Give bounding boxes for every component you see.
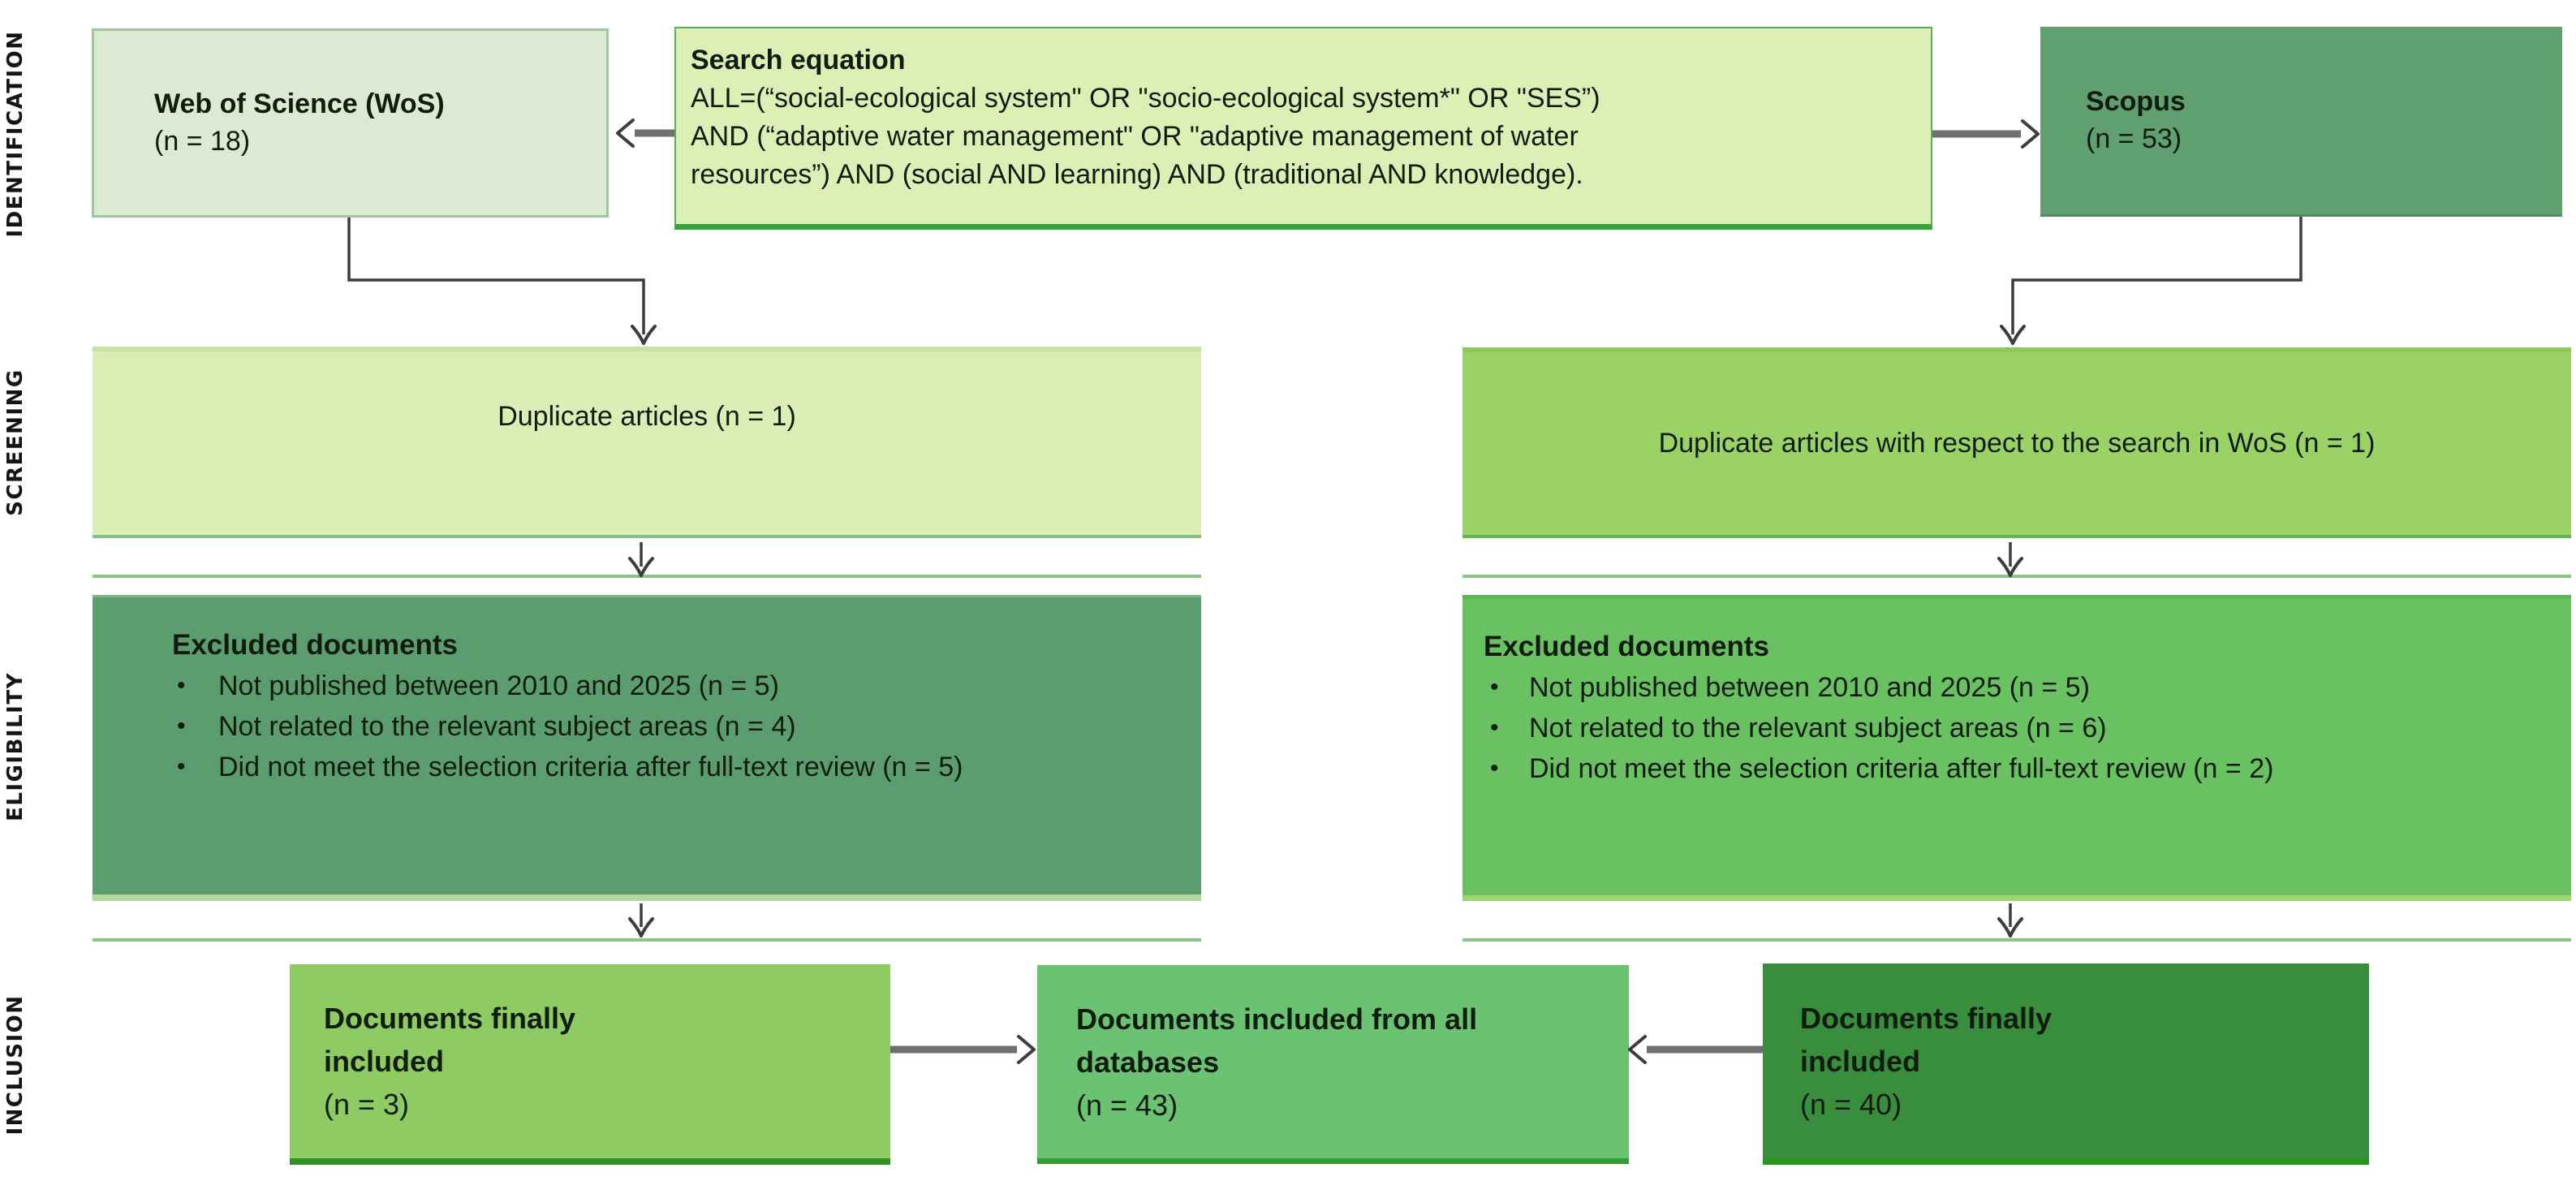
inclusion-all-databases-box: Documents included from all databases (n… xyxy=(1037,965,1629,1164)
arrow-screening-to-eligibility-right xyxy=(1997,542,2023,577)
inclusion-scopus-title-line1: Documents finally xyxy=(1800,1002,2053,1035)
inclusion-wos-box: Documents finally included (n = 3) xyxy=(290,964,890,1165)
search-equation-box: Search equation ALL=(“social-ecological … xyxy=(674,27,1932,230)
inclusion-all-count: (n = 43) xyxy=(1076,1088,1178,1122)
wos-title: Web of Science (WoS) xyxy=(154,88,445,119)
inclusion-all-title-line2: databases xyxy=(1076,1045,1220,1079)
inclusion-scopus-count: (n = 40) xyxy=(1800,1088,1902,1121)
stage-label-screening: SCREENING xyxy=(3,369,28,516)
arrow-eligibility-to-inclusion-right xyxy=(1997,903,2023,937)
section-rule xyxy=(1462,575,2571,578)
screening-wos-label: Duplicate articles (n = 1) xyxy=(498,401,796,433)
scopus-box: Scopus (n = 53) xyxy=(2040,27,2562,217)
arrow-inclusion-scopus-to-all xyxy=(1628,1035,1763,1064)
arrow-eligibility-to-inclusion-left xyxy=(628,903,654,937)
arrow-search-to-scopus xyxy=(1932,119,2040,149)
screening-scopus-label: Duplicate articles with respect to the s… xyxy=(1658,427,2376,459)
scopus-title: Scopus xyxy=(2086,85,2186,117)
inclusion-wos-title-line2: included xyxy=(324,1045,445,1078)
scopus-count: (n = 53) xyxy=(2086,123,2182,154)
eligibility-wos-box: Excluded documents Not published between… xyxy=(93,595,1201,901)
screening-scopus-box: Duplicate articles with respect to the s… xyxy=(1462,347,2571,538)
inclusion-scopus-title-line2: included xyxy=(1800,1045,1921,1078)
section-rule xyxy=(93,938,1201,942)
inclusion-wos-count: (n = 3) xyxy=(324,1088,410,1121)
list-item: Not published between 2010 and 2025 (n =… xyxy=(1484,667,2552,708)
stage-label-eligibility: ELIGIBILITY xyxy=(3,672,28,821)
arrow-scopus-to-screening xyxy=(2000,217,2302,345)
list-item: Not related to the relevant subject area… xyxy=(1484,708,2552,748)
arrow-screening-to-eligibility-left xyxy=(628,542,654,577)
eligibility-scopus-title: Excluded documents xyxy=(1484,631,1770,662)
list-item: Did not meet the selection criteria afte… xyxy=(172,747,1177,787)
list-item: Not published between 2010 and 2025 (n =… xyxy=(172,666,1177,706)
search-equation-line-1: ALL=(“social-ecological system" OR "soci… xyxy=(691,83,1600,114)
list-item: Not related to the relevant subject area… xyxy=(172,706,1177,747)
arrow-inclusion-wos-to-all xyxy=(890,1035,1036,1064)
inclusion-all-title-line1: Documents included from all xyxy=(1076,1002,1478,1036)
eligibility-scopus-box: Excluded documents Not published between… xyxy=(1462,595,2571,901)
list-item: Did not meet the selection criteria afte… xyxy=(1484,748,2552,789)
stage-label-inclusion: INCLUSION xyxy=(3,994,28,1136)
wos-count: (n = 18) xyxy=(154,125,251,157)
section-rule xyxy=(1462,938,2571,942)
section-rule xyxy=(93,575,1201,578)
stage-label-identification: IDENTIFICATION xyxy=(3,30,28,238)
inclusion-wos-title-line1: Documents finally xyxy=(324,1002,576,1035)
inclusion-scopus-box: Documents finally included (n = 40) xyxy=(1763,963,2369,1165)
arrow-search-to-wos xyxy=(616,119,674,148)
search-equation-line-2: AND (“adaptive water management" OR "ada… xyxy=(691,121,1579,152)
search-equation-line-3: resources”) AND (social AND learning) AN… xyxy=(691,159,1583,190)
eligibility-wos-title: Excluded documents xyxy=(172,629,459,661)
search-equation-title: Search equation xyxy=(691,45,906,75)
wos-box: Web of Science (WoS) (n = 18) xyxy=(92,28,609,218)
arrow-wos-to-screening xyxy=(347,218,657,345)
screening-wos-box: Duplicate articles (n = 1) xyxy=(93,347,1201,538)
